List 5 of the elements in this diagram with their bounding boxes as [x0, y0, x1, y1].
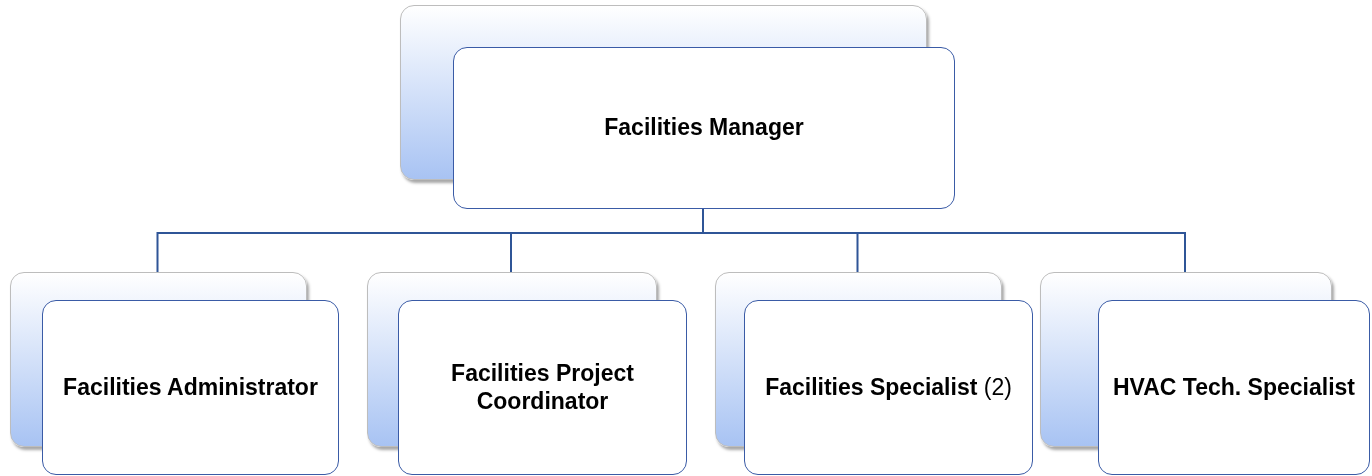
role-title: Facilities Specialist (2) [764, 373, 1013, 402]
role-title: Facilities Manager [603, 114, 805, 142]
role-title: Facilities Project Coordinator [450, 359, 635, 416]
role-title: HVAC Tech. Specialist [1112, 373, 1356, 402]
role-title: Facilities Administrator [62, 373, 319, 402]
